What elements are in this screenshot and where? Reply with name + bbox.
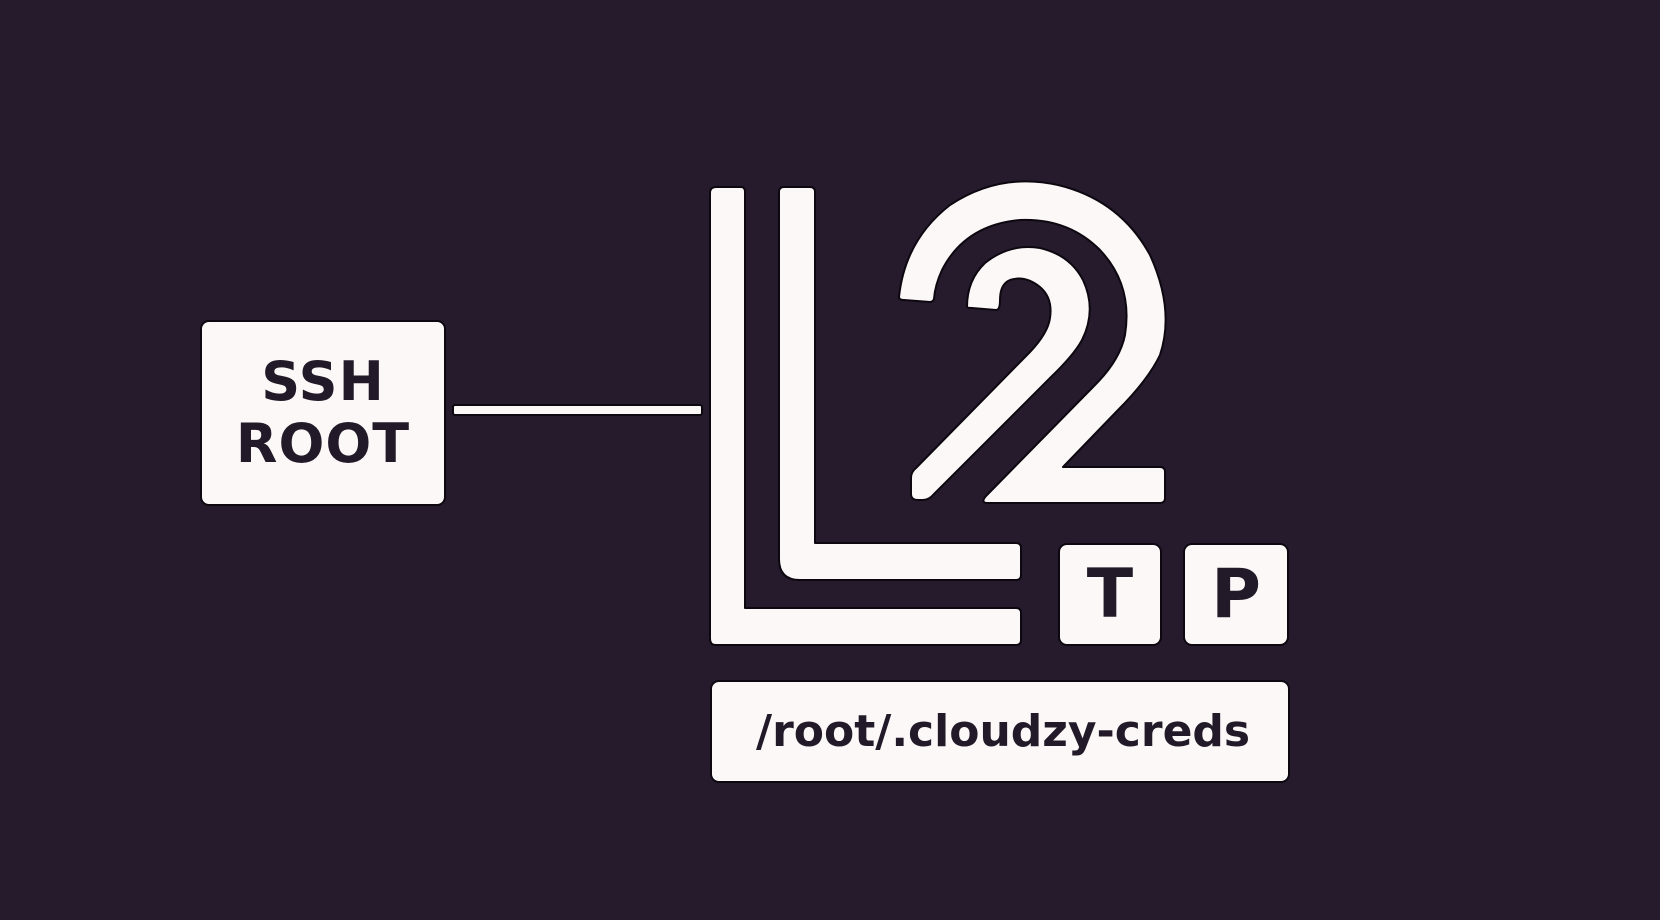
tile-t: T (1058, 543, 1162, 646)
credentials-path-text: /root/.cloudzy-creds (756, 706, 1251, 757)
inner-l-shape (778, 186, 1022, 581)
ssh-root-node: SSH ROOT (200, 320, 446, 506)
tile-t-letter: T (1086, 554, 1134, 634)
connector-line (452, 404, 703, 416)
credentials-path-box: /root/.cloudzy-creds (710, 680, 1290, 783)
outer-two-shape (898, 180, 1167, 504)
root-label: ROOT (235, 412, 411, 475)
ssh-label: SSH (261, 350, 385, 413)
tile-p: P (1183, 543, 1289, 646)
inner-two-shape (910, 246, 1091, 501)
tile-p-letter: P (1211, 554, 1261, 634)
outer-l-shape (709, 186, 1022, 646)
